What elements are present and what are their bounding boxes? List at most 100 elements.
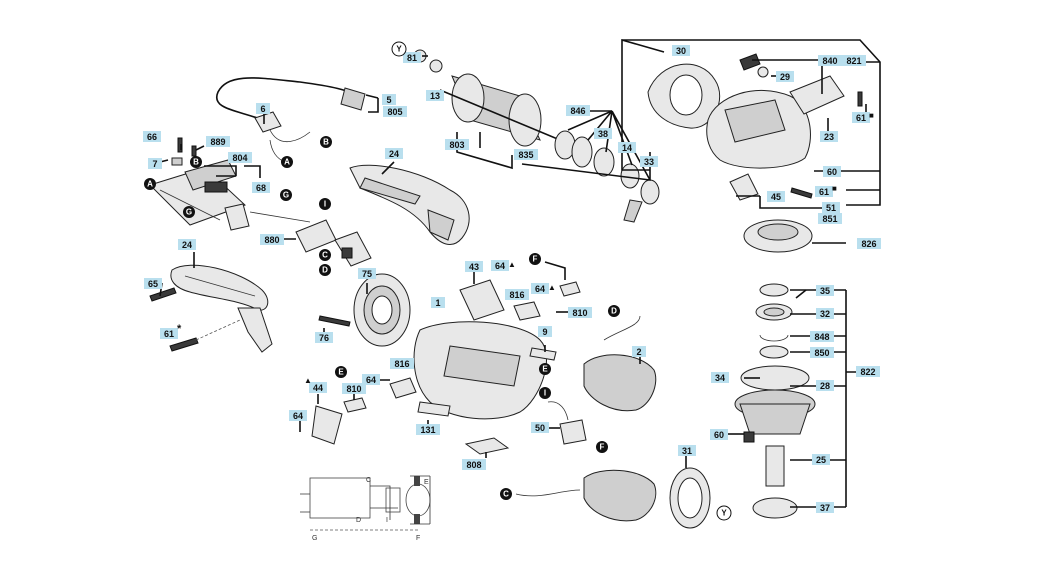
marker-B-left: B xyxy=(190,156,202,168)
svg-text:A: A xyxy=(147,180,153,189)
power-cord xyxy=(215,77,363,123)
label-24-top: 24 xyxy=(385,148,403,159)
svg-text:E: E xyxy=(542,365,548,374)
svg-text:51: 51 xyxy=(826,203,836,213)
svg-text:804: 804 xyxy=(232,153,247,163)
marker-D-mid: D xyxy=(608,305,620,317)
marker-F-mid: F xyxy=(596,441,608,453)
triangle-symbol: ▲ xyxy=(304,376,312,385)
svg-text:76: 76 xyxy=(319,333,329,343)
label-23: 23 xyxy=(820,131,838,142)
label-816-b: 816 xyxy=(390,358,414,369)
label-64-b: 64 xyxy=(531,283,549,294)
schematic-F: F xyxy=(416,535,420,542)
spindle-assembly xyxy=(734,283,816,519)
svg-text:13: 13 xyxy=(430,91,440,101)
label-61-mid: 61 xyxy=(815,186,833,197)
svg-text:60: 60 xyxy=(827,167,837,177)
svg-text:32: 32 xyxy=(820,309,830,319)
svg-text:6: 6 xyxy=(260,104,265,114)
svg-text:835: 835 xyxy=(518,150,533,160)
label-848: 848 xyxy=(810,331,834,342)
motor-housing xyxy=(413,321,548,420)
marker-Y-bottom: Y xyxy=(716,505,732,521)
label-9: 9 xyxy=(538,326,552,337)
symbols: ▲ ▲ ▲ ■ ■ * xyxy=(177,111,874,385)
label-805: 805 xyxy=(383,106,407,117)
svg-text:30: 30 xyxy=(676,46,686,56)
svg-text:826: 826 xyxy=(861,239,876,249)
svg-text:B: B xyxy=(323,138,329,147)
marker-B-cord: B xyxy=(320,136,332,148)
svg-text:846: 846 xyxy=(570,106,585,116)
schematic-E: E xyxy=(424,479,429,486)
label-804: 804 xyxy=(228,152,252,163)
schematic-I: I xyxy=(386,517,388,524)
svg-text:43: 43 xyxy=(469,262,479,272)
square-symbol: ■ xyxy=(869,111,874,120)
svg-text:64: 64 xyxy=(495,261,505,271)
svg-text:65: 65 xyxy=(148,279,158,289)
svg-text:848: 848 xyxy=(814,332,829,342)
svg-text:131: 131 xyxy=(420,425,435,435)
svg-text:37: 37 xyxy=(820,503,830,513)
label-880: 880 xyxy=(260,234,284,245)
rear-handle xyxy=(349,164,470,246)
label-34: 34 xyxy=(711,372,729,383)
label-826: 826 xyxy=(857,238,881,249)
label-131: 131 xyxy=(416,424,440,435)
label-61-top-right: 61 xyxy=(852,112,870,123)
svg-text:24: 24 xyxy=(389,149,399,159)
label-61-left: 61 xyxy=(160,328,178,339)
svg-text:F: F xyxy=(600,443,605,452)
svg-text:23: 23 xyxy=(824,132,834,142)
auxiliary-handle xyxy=(170,264,273,353)
armature xyxy=(413,49,561,147)
svg-text:821: 821 xyxy=(846,56,861,66)
svg-text:60: 60 xyxy=(714,430,724,440)
label-816-a: 816 xyxy=(505,289,529,300)
svg-text:61: 61 xyxy=(819,187,829,197)
label-7: 7 xyxy=(148,158,162,169)
svg-text:803: 803 xyxy=(449,140,464,150)
label-35: 35 xyxy=(816,285,834,296)
svg-text:34: 34 xyxy=(715,373,725,383)
svg-text:44: 44 xyxy=(313,383,323,393)
svg-text:64: 64 xyxy=(535,284,545,294)
marker-I-top: I xyxy=(319,198,331,210)
schematic-C: C xyxy=(366,477,371,484)
label-835: 835 xyxy=(514,149,538,160)
marker-F-top: F xyxy=(529,253,541,265)
svg-text:Y: Y xyxy=(396,45,402,54)
svg-text:9: 9 xyxy=(542,327,547,337)
svg-text:889: 889 xyxy=(210,137,225,147)
svg-text:G: G xyxy=(186,208,192,217)
svg-text:G: G xyxy=(283,191,289,200)
stator xyxy=(353,273,411,347)
schematic-G: G xyxy=(312,535,317,542)
label-850: 850 xyxy=(810,347,834,358)
marker-G-left: G xyxy=(183,206,195,218)
svg-text:68: 68 xyxy=(256,183,266,193)
svg-text:C: C xyxy=(322,251,328,260)
label-45: 45 xyxy=(767,191,785,202)
svg-text:I: I xyxy=(544,389,546,398)
svg-text:808: 808 xyxy=(466,460,481,470)
svg-text:38: 38 xyxy=(598,129,608,139)
svg-text:33: 33 xyxy=(644,157,654,167)
svg-text:24: 24 xyxy=(182,240,192,250)
marker-C-bottom: C xyxy=(500,488,512,500)
label-64-c: 64 xyxy=(362,374,380,385)
svg-text:810: 810 xyxy=(572,308,587,318)
svg-text:810: 810 xyxy=(346,384,361,394)
label-24-left: 24 xyxy=(178,239,196,250)
label-32: 32 xyxy=(816,308,834,319)
star-symbol: * xyxy=(177,323,182,335)
svg-text:816: 816 xyxy=(394,359,409,369)
svg-text:28: 28 xyxy=(820,381,830,391)
marker-I-mid: I xyxy=(539,387,551,399)
svg-text:50: 50 xyxy=(535,423,545,433)
label-808: 808 xyxy=(462,459,486,470)
label-64-a: 64 xyxy=(491,260,509,271)
label-2: 2 xyxy=(632,346,646,357)
